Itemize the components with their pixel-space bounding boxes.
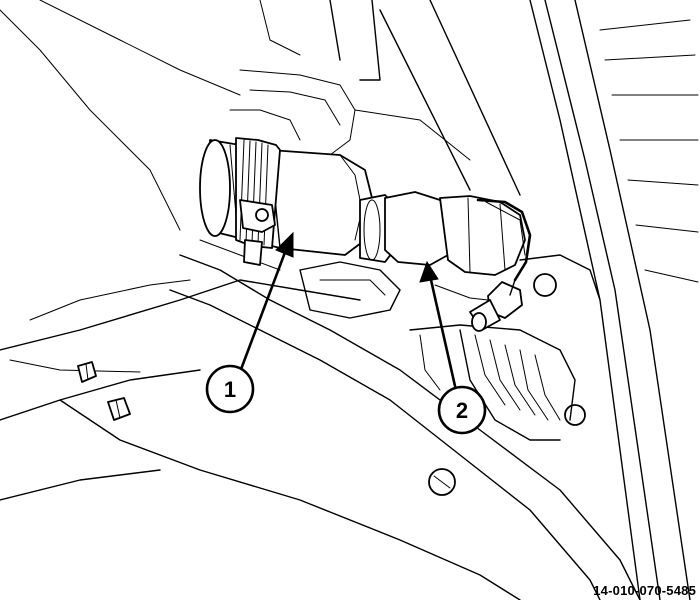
- bolt-icon: [77, 273, 586, 496]
- hose-connector: [359, 191, 453, 266]
- callout-2: 2: [437, 385, 487, 435]
- callout-2-label: 2: [456, 398, 468, 423]
- bolt-2: [107, 397, 131, 421]
- frame-rail: [529, 0, 699, 600]
- hose-sleeve: [199, 139, 376, 256]
- leader-arrow-2: [419, 260, 457, 388]
- figure-id: 14-010-070-5485: [593, 583, 696, 598]
- bolt-4: [533, 273, 557, 297]
- hose-clamp-icon: [235, 137, 281, 266]
- differential-housing: [299, 254, 601, 441]
- bolt-1: [77, 361, 97, 383]
- strut-rod: [329, 0, 521, 196]
- bolt-3: [428, 468, 456, 496]
- hose-elbow: [439, 195, 526, 276]
- leader-arrow-1: [238, 231, 294, 374]
- crossmember: [0, 239, 641, 600]
- bolt-5: [564, 404, 586, 426]
- engine-mount: [0, 0, 471, 231]
- arrow-icon: [238, 231, 457, 388]
- callout-1-label: 1: [224, 377, 236, 402]
- callout-1: 1: [205, 364, 255, 414]
- end-clamp: [434, 198, 532, 332]
